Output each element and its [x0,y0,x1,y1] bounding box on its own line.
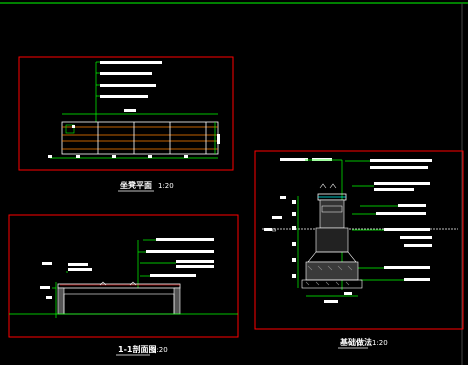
section-frame [8,214,239,338]
detail-view[interactable]: 基础做法 1:20 [254,150,464,349]
section-callouts [40,238,214,299]
foundation-section [292,183,363,303]
section-view-title: 1-1剖面图 [118,344,156,354]
detail-view-title: 基础做法 [339,337,372,347]
detail-view-scale: 1:20 [372,339,388,347]
plan-view[interactable]: 坐凳平面 1:20 [18,56,234,192]
plan-view-title: 坐凳平面 [120,180,152,190]
plan-view-scale: 1:20 [158,182,174,190]
bench-plan-outline [61,121,219,155]
plan-callouts [95,61,162,122]
plan-overall-dimension [62,109,218,115]
plan-frame [18,56,234,171]
detail-level-marks [264,227,277,232]
section-view-scale: 1:20 [152,346,168,354]
section-view[interactable]: 1-1剖面图 1:20 [8,214,239,356]
plan-bottom-dimensions [48,122,220,159]
detail-frame [254,150,464,330]
bench-section-outline [52,281,181,318]
